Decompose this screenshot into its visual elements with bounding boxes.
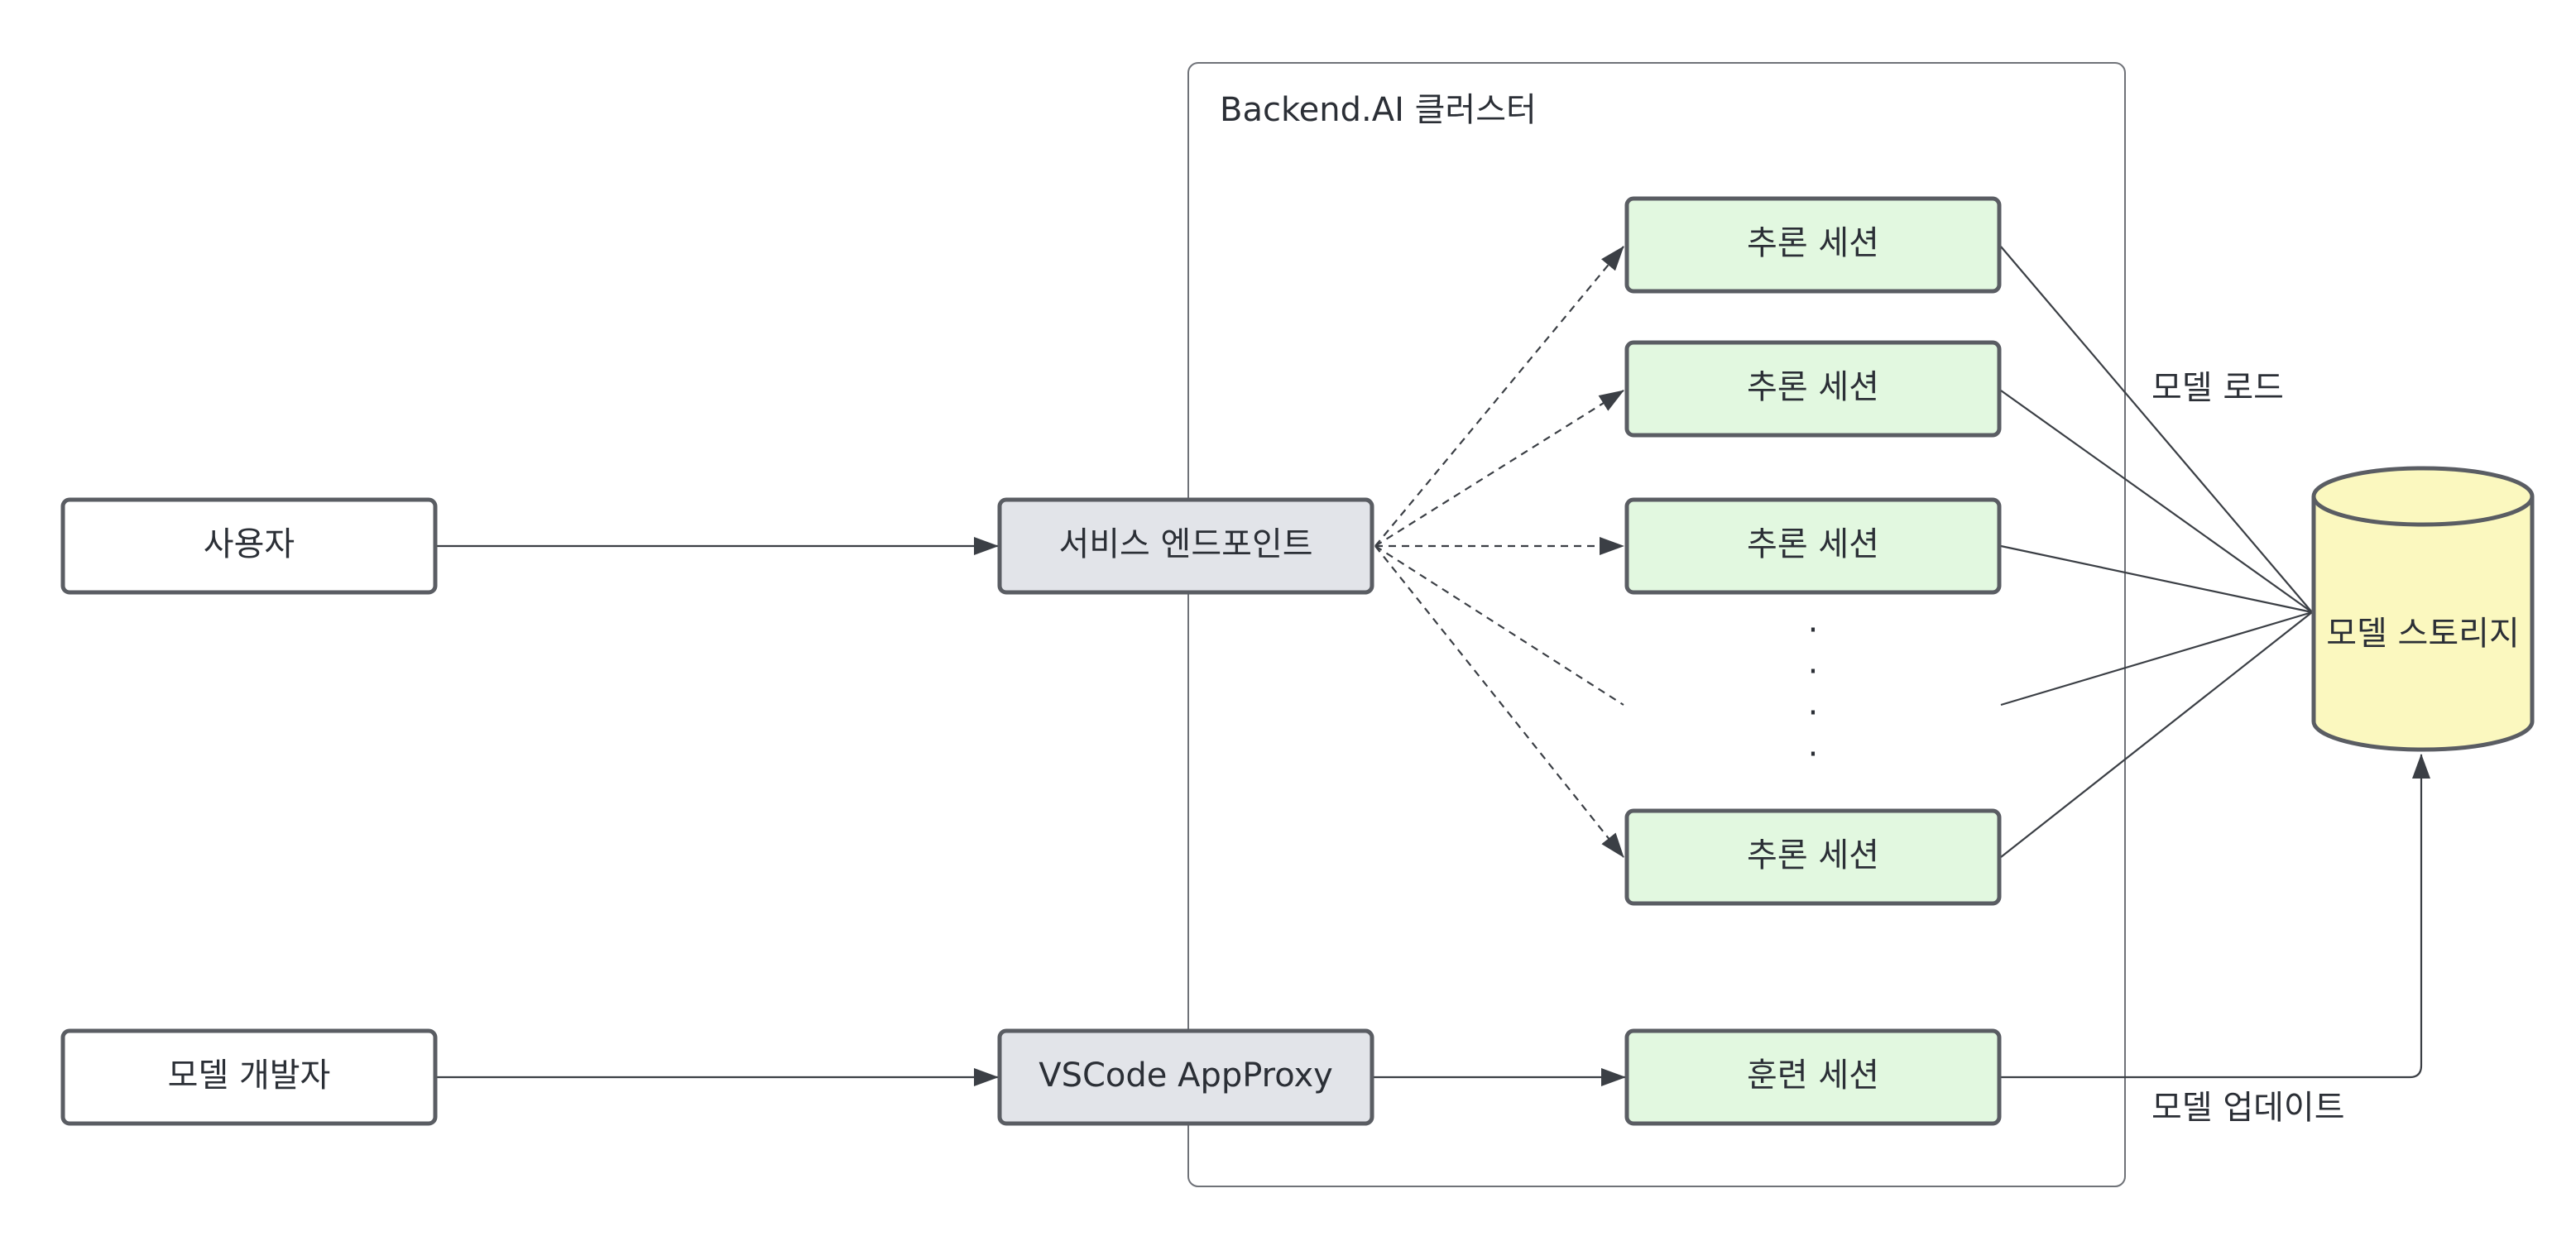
storage-cylinder-top [2311, 466, 2535, 527]
edge-training-to-storage [2001, 754, 2430, 1079]
inference-session-label: 추론 세션 [1747, 525, 1879, 563]
edge-endpoint-to-inference-2 [1374, 390, 1624, 547]
node-service-endpoint: 서비스 엔드포인트 [997, 497, 1374, 595]
ellipsis-dot: · [1808, 694, 1819, 732]
node-training-session: 훈련 세션 [1624, 1028, 2002, 1126]
storage-cylinder-body [2311, 496, 2535, 752]
edge-endpoint-to-ellipsis [1374, 545, 1624, 706]
inference-session-label: 추론 세션 [1747, 224, 1879, 262]
node-vscode-appproxy: VSCode AppProxy [997, 1028, 1374, 1126]
node-model-storage: 모델 스토리지 [2311, 466, 2535, 752]
node-user-label: 사용자 [204, 525, 295, 563]
node-inference-session-1: 추론 세션 [1624, 196, 2002, 294]
edge-inference-1-to-storage [2000, 246, 2313, 613]
ellipsis-vertical: · · · · [1808, 611, 1819, 774]
node-user: 사용자 [60, 497, 438, 595]
node-vscode-appproxy-label: VSCode AppProxy [1039, 1057, 1333, 1095]
edge-endpoint-to-inference-4 [1374, 545, 1624, 858]
edges [435, 246, 2430, 1086]
label-model-load: 모델 로드 [2151, 369, 2284, 407]
edge-inference-4-to-storage [2000, 611, 2313, 858]
node-inference-session-4: 추론 세션 [1624, 808, 2002, 906]
edge-inference-3-to-storage [2000, 544, 2313, 614]
edge-ellipsis-to-storage [2000, 611, 2313, 707]
node-model-developer-label: 모델 개발자 [168, 1057, 331, 1095]
cluster-container [1187, 62, 2126, 1187]
node-service-endpoint-label: 서비스 엔드포인트 [1058, 525, 1312, 563]
node-model-developer: 모델 개발자 [60, 1028, 438, 1126]
node-inference-session-3: 추론 세션 [1624, 497, 2002, 595]
ellipsis-dot: · [1808, 735, 1819, 774]
ellipsis-dot: · [1808, 653, 1819, 691]
node-inference-session-2: 추론 세션 [1624, 340, 2002, 438]
inference-session-label: 추론 세션 [1747, 836, 1879, 874]
edge-inference-2-to-storage [2000, 390, 2313, 613]
inference-session-label: 추론 세션 [1747, 368, 1879, 406]
label-model-update: 모델 업데이트 [2151, 1089, 2345, 1127]
edge-endpoint-to-inference-1 [1374, 246, 1624, 547]
node-model-storage-label: 모델 스토리지 [2326, 615, 2520, 653]
node-training-session-label: 훈련 세션 [1747, 1057, 1879, 1095]
ellipsis-dot: · [1808, 611, 1819, 649]
cluster-title: Backend.AI 클러스터 [1220, 91, 1537, 129]
